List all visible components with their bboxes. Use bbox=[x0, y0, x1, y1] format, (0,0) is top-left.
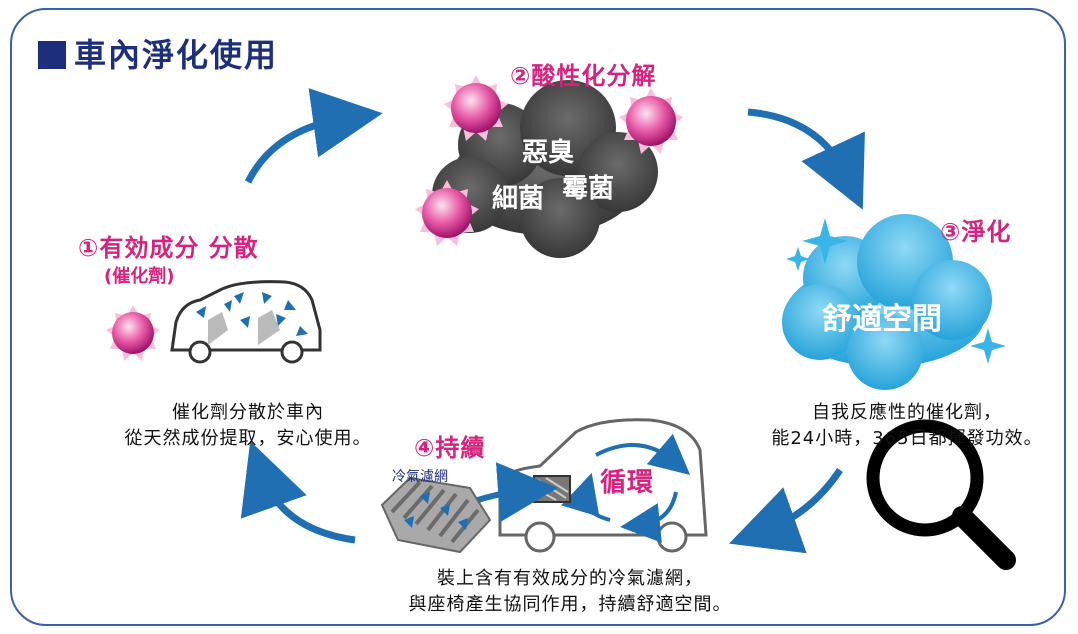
magnifier-icon bbox=[866, 419, 1016, 570]
car-icon bbox=[170, 280, 322, 364]
step-3-desc: 自我反應性的催化劑， 能24小時，365日都揮發功效。 bbox=[742, 400, 1072, 452]
odor-cloud bbox=[432, 80, 658, 258]
step-1-desc: 催化劑分散於車內 從天然成份提取，安心使用。 bbox=[88, 400, 408, 452]
cycle-arrow-4-to-1 bbox=[240, 441, 356, 544]
step-2-label: ②酸性化分解 bbox=[510, 62, 657, 90]
cycle-arrow-3-to-4 bbox=[729, 468, 843, 554]
title-square-icon bbox=[38, 41, 66, 69]
title-text: 車內淨化使用 bbox=[74, 36, 279, 74]
step-3-label: ③淨化 bbox=[940, 218, 1012, 246]
comfort-space-text: 舒適空間 bbox=[822, 302, 942, 337]
step-3-desc-line-2: 能24小時，365日都揮發功效。 bbox=[771, 428, 1043, 449]
comfort-cloud bbox=[782, 214, 992, 390]
catalyst-sphere-icon bbox=[415, 180, 479, 246]
step-4-desc-line-1: 裝上含有有效成分的冷氣濾網， bbox=[437, 568, 703, 589]
step-3-desc-line-1: 自我反應性的催化劑， bbox=[812, 402, 1002, 423]
sparkle-icon bbox=[786, 218, 1006, 364]
catalyst-sphere-icon bbox=[619, 88, 683, 154]
ac-filter-label: 冷氣濾網 bbox=[392, 469, 448, 485]
step-1-desc-line-2: 從天然成份提取，安心使用。 bbox=[124, 428, 372, 449]
step-1-sub: (催化劑) bbox=[104, 266, 175, 287]
catalyst-sphere-icon bbox=[106, 305, 160, 361]
cloud-odor-text: 惡臭 bbox=[522, 138, 575, 168]
step-1-desc-line-1: 催化劑分散於車內 bbox=[172, 402, 324, 423]
ac-filter-icon bbox=[380, 476, 492, 554]
cloud-mold-text: 霉菌 bbox=[562, 174, 615, 204]
catalyst-sphere-icon bbox=[444, 75, 508, 141]
cycle-arrow-1-to-2 bbox=[244, 88, 383, 184]
page-title: 車內淨化使用 bbox=[38, 30, 278, 76]
step-1-label: ①有効成分 分散 bbox=[78, 234, 259, 262]
cloud-bacteria-text: 細菌 bbox=[492, 184, 545, 214]
circulation-label: 循環 bbox=[600, 468, 655, 498]
step-4-label: ④持續 bbox=[414, 434, 486, 462]
step-4-desc: 裝上含有有效成分的冷氣濾網， 與座椅產生協同作用，持續舒適空間。 bbox=[360, 566, 780, 618]
step-4-desc-line-2: 與座椅產生協同作用，持續舒適空間。 bbox=[408, 594, 732, 615]
cycle-arrow-2-to-3 bbox=[747, 108, 865, 210]
